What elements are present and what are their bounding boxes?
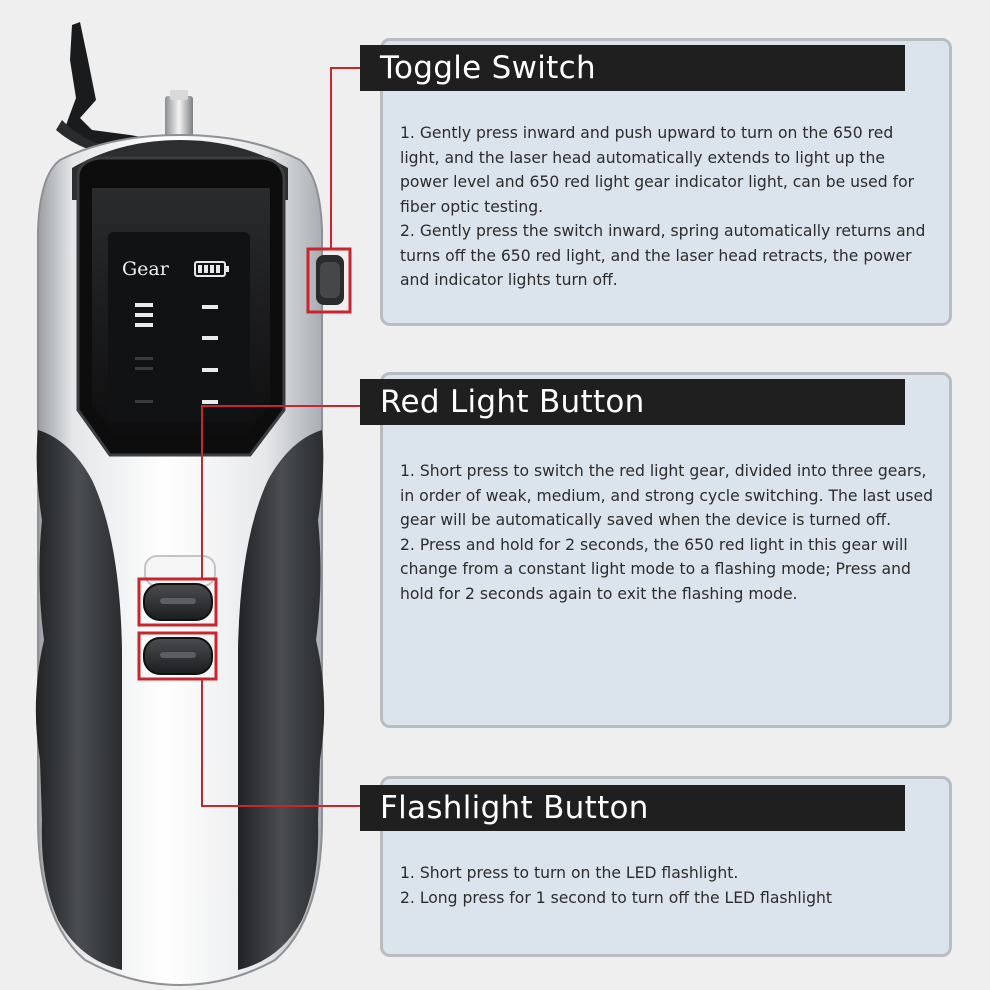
left-grip <box>35 430 123 970</box>
toggle-switch-title: Toggle Switch <box>360 45 905 91</box>
right-grip <box>238 430 325 970</box>
flashlight-leader-line <box>201 679 360 807</box>
red-light-line-2: 2. Press and hold for 2 seconds, the 650… <box>400 535 911 603</box>
battery-icon <box>194 261 229 277</box>
laser-head-pin <box>165 96 193 144</box>
fiber-tester-device: Gear <box>35 22 360 987</box>
toggle-leader-line <box>330 67 360 249</box>
toggle-switch-description: 1. Gently press inward and push upward t… <box>400 121 935 293</box>
red-light-line-1: 1. Short press to switch the red light g… <box>400 462 934 529</box>
toggle-callout-box <box>306 247 352 314</box>
red-light-button-description: 1. Short press to switch the red light g… <box>400 459 935 606</box>
flashlight-callout-box <box>137 631 218 681</box>
flashlight-button-title: Flashlight Button <box>360 785 905 831</box>
red-light-button-title: Red Light Button <box>360 379 905 425</box>
red-light-callout-box <box>137 577 218 627</box>
red-light-leader-line <box>201 405 360 579</box>
lanyard-strap <box>66 22 160 150</box>
toggle-switch-line-2: 2. Gently press the switch inward, sprin… <box>400 222 926 289</box>
toggle-switch-line-1: 1. Gently press inward and push upward t… <box>400 124 915 216</box>
flashlight-line-1: 1. Short press to turn on the LED flashl… <box>400 864 739 882</box>
gear-indicator-bars <box>135 303 153 403</box>
red-light-button-panel <box>380 372 952 728</box>
flashlight-line-2: 2. Long press for 1 second to turn off t… <box>400 888 832 907</box>
gear-label: Gear <box>122 258 170 280</box>
power-level-bars <box>202 305 218 404</box>
flashlight-button-description: 1. Short press to turn on the LED flashl… <box>400 861 935 910</box>
